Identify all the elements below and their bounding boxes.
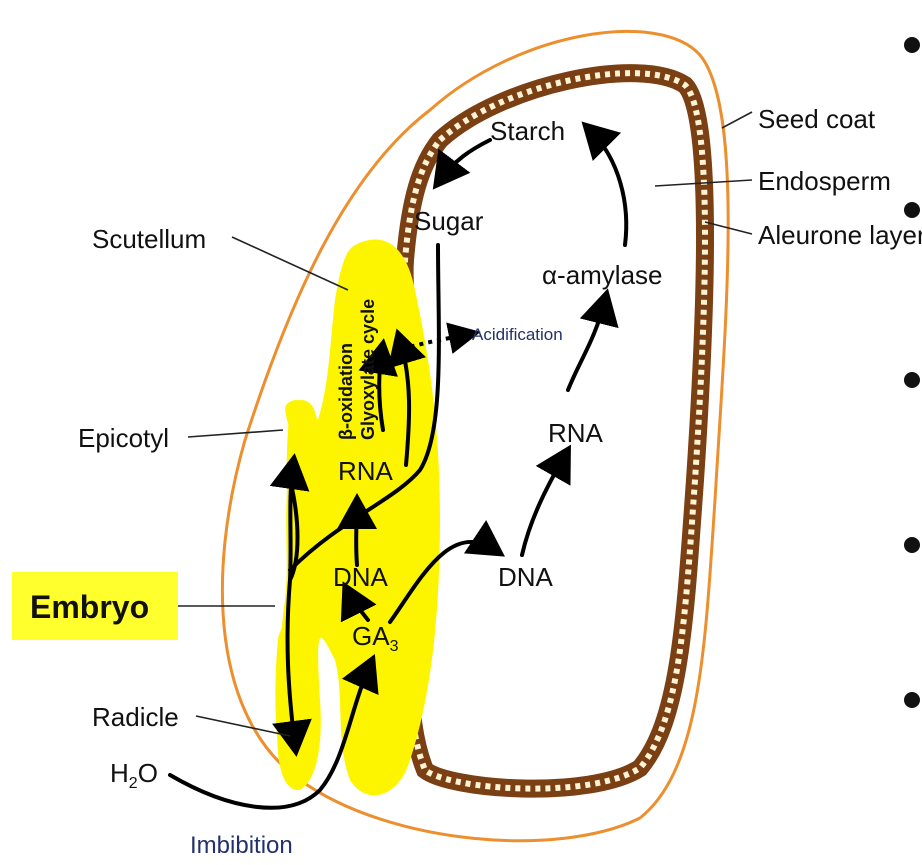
seed-coat-leader xyxy=(722,112,752,128)
alpha-amylase-label: α-amylase xyxy=(542,260,663,290)
epicotyl-leader xyxy=(188,430,283,437)
radicle-leader xyxy=(196,716,290,736)
scutellum-label: Scutellum xyxy=(92,224,206,254)
starch-label: Starch xyxy=(490,116,565,146)
starch-to-sugar-arrow xyxy=(440,140,490,180)
bullet-4 xyxy=(904,537,920,553)
epicotyl-label: Epicotyl xyxy=(78,423,169,453)
water-o: O xyxy=(138,758,158,788)
rna-to-amylase-arrow xyxy=(568,300,605,390)
water-label: H2O xyxy=(110,758,158,792)
imbibition-label: Imbibition xyxy=(190,832,293,859)
scutellum-dna-label: DNA xyxy=(333,562,389,592)
endosperm-rna-label: RNA xyxy=(548,418,604,448)
beta-oxidation-label: β-oxidation xyxy=(336,343,356,440)
endosperm-dna-label: DNA xyxy=(498,562,554,592)
water-h: H xyxy=(110,758,129,788)
acidification-label: Acidification xyxy=(472,325,563,344)
amylase-to-starch-arrow xyxy=(590,130,626,245)
scutellum-dna-to-rna-arrow xyxy=(356,505,357,565)
bullet-2 xyxy=(904,202,920,218)
radicle-label: Radicle xyxy=(92,702,179,732)
ga3-subscript: 3 xyxy=(390,638,399,655)
scutellum-leader xyxy=(232,237,348,290)
scutellum-rna-label: RNA xyxy=(338,456,394,486)
bullet-1 xyxy=(904,37,920,53)
bullet-5 xyxy=(904,692,920,708)
glyoxylate-cycle-label: Glyoxylate cycle xyxy=(358,299,378,440)
embryo-label: Embryo xyxy=(30,589,149,625)
water-subscript: 2 xyxy=(129,775,138,792)
ga3-base: GA xyxy=(352,621,390,651)
sugar-label: Sugar xyxy=(414,206,484,236)
endosperm-label: Endosperm xyxy=(758,166,891,196)
dna-to-rna-arrow xyxy=(522,455,565,555)
aleurone-layer-label: Aleurone layer xyxy=(758,220,922,250)
bullet-3 xyxy=(904,372,920,388)
seed-coat-label: Seed coat xyxy=(758,104,876,134)
